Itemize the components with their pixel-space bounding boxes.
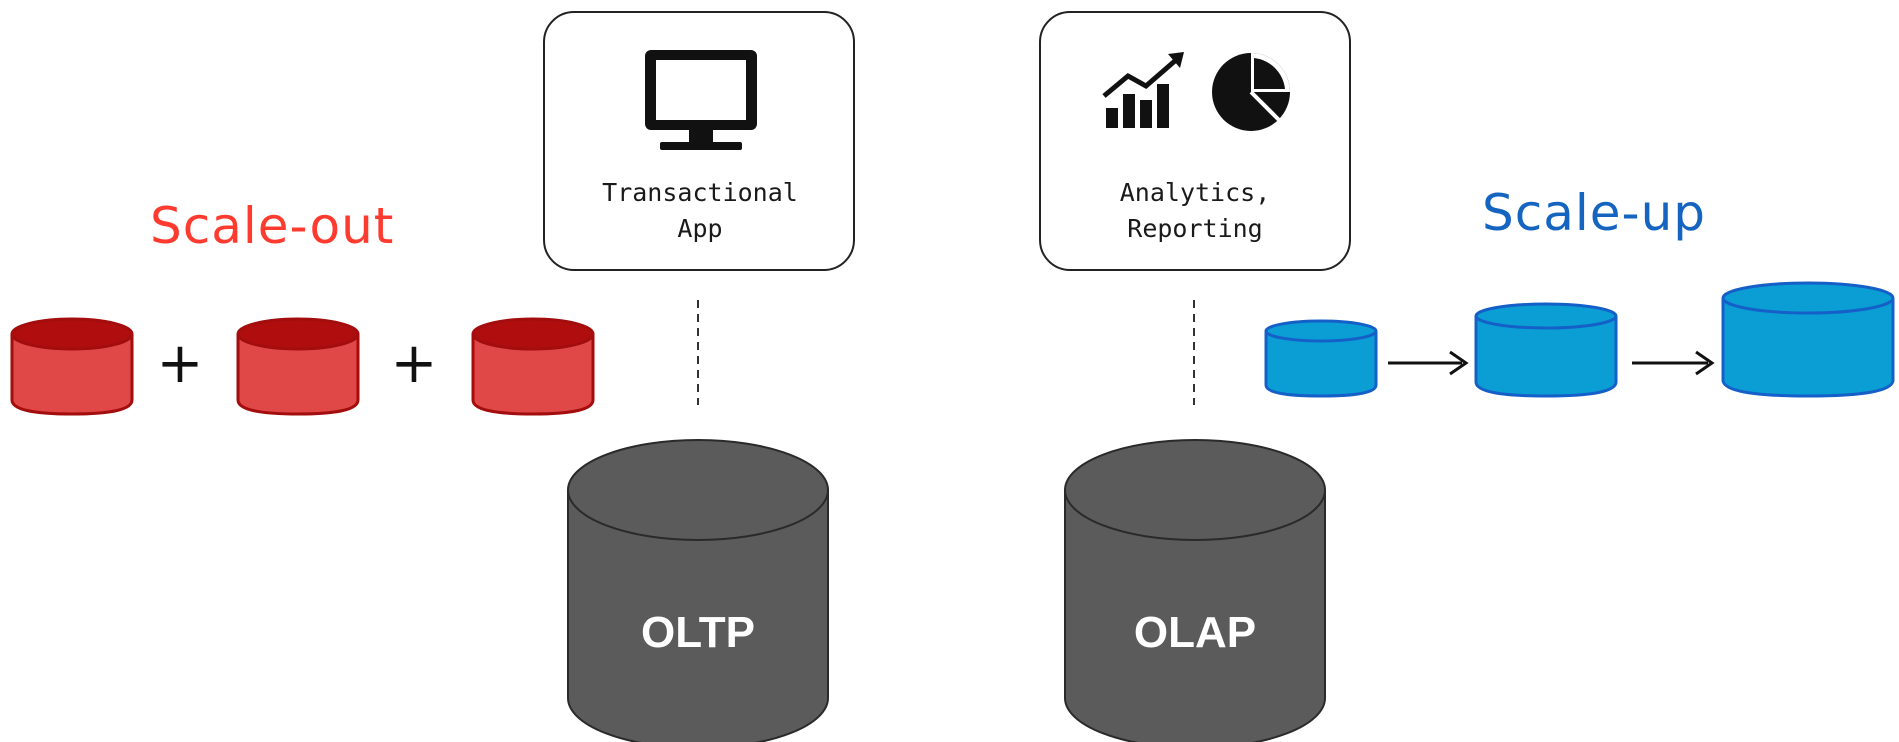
- scale-out-title: Scale-out: [150, 197, 394, 255]
- bar-chart-trend-icon: [1102, 52, 1184, 128]
- arrow-right-icon: [1632, 350, 1715, 376]
- scale-up-node-medium: [1474, 302, 1618, 398]
- pie-chart-icon: [1212, 53, 1290, 131]
- transactional-app-line-1: Transactional: [602, 178, 798, 207]
- arrow-right-icon: [1388, 350, 1469, 376]
- olap-database: OLAP: [1064, 439, 1326, 742]
- monitor-icon: [645, 50, 757, 150]
- scale-out-node-2: [236, 317, 360, 416]
- scale-out-node-1: [10, 317, 134, 416]
- analytics-line-1: Analytics,: [1120, 178, 1271, 207]
- plus-sign-1: +: [157, 331, 204, 396]
- analytics-line-2: Reporting: [1127, 214, 1262, 243]
- oltp-database: OLTP: [567, 439, 829, 742]
- transactional-app-box: Transactional App: [543, 11, 855, 271]
- oltp-label: OLTP: [641, 608, 755, 657]
- plus-sign-2: +: [391, 331, 438, 396]
- scale-up-node-large: [1721, 281, 1895, 398]
- scale-up-title: Scale-up: [1482, 184, 1706, 242]
- olap-label: OLAP: [1134, 608, 1256, 657]
- analytics-reporting-box: Analytics, Reporting: [1039, 11, 1351, 271]
- transactional-app-line-2: App: [677, 214, 722, 243]
- scale-out-node-3: [471, 317, 595, 416]
- scale-up-node-small: [1264, 319, 1378, 398]
